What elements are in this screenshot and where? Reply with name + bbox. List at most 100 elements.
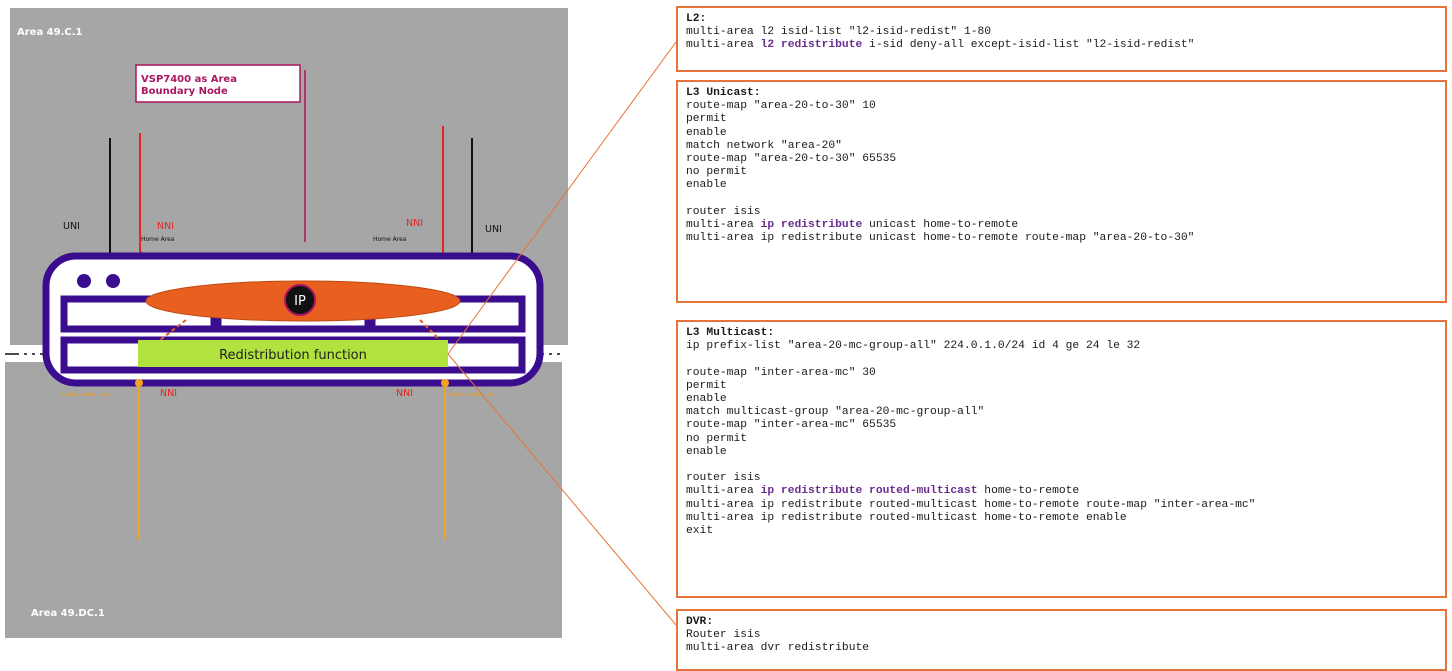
config-keyword: ip redistribute routed-multicast xyxy=(760,485,978,498)
config-text: multi-area ip redistribute routed-multic… xyxy=(686,498,1256,511)
config-line: enable xyxy=(686,127,1437,140)
leader-line-dvr xyxy=(447,353,677,626)
config-line: router isis xyxy=(686,472,1437,485)
config-text: match network "area-20" xyxy=(686,139,842,152)
ip-to-redist-right xyxy=(419,319,441,341)
config-text: route-map "area-20-to-30" 65535 xyxy=(686,153,897,166)
config-box-title: L2: xyxy=(686,13,707,25)
area-bottom-label: Area 49.DC.1 xyxy=(31,608,105,619)
callout-text-line-2: Boundary Node xyxy=(141,86,228,97)
remote-link-right-dot xyxy=(441,379,449,387)
config-line: permit xyxy=(686,380,1437,393)
config-box-title: DVR: xyxy=(686,616,714,628)
callout-box xyxy=(135,64,301,103)
config-line: multi-area l2 isid-list "l2-isid-redist"… xyxy=(686,26,1437,39)
remote-area-label-left: Remote Area (Inc) xyxy=(61,392,111,398)
config-keyword: l2 redistribute xyxy=(760,39,863,52)
config-line: route-map "area-20-to-30" 65535 xyxy=(686,153,1437,166)
home-area-label-left: Home Area xyxy=(141,236,175,243)
nni-label-left-bottom: NNI xyxy=(160,388,177,399)
config-text: router isis xyxy=(686,472,761,485)
config-line: multi-area l2 redistribute i-sid deny-al… xyxy=(686,39,1437,52)
callout-text-line-1: VSP7400 as Area xyxy=(141,74,237,85)
config-line: ip prefix-list "area-20-mc-group-all" 22… xyxy=(686,340,1437,353)
config-line: route-map "area-20-to-30" 10 xyxy=(686,100,1437,113)
config-text: enable xyxy=(686,126,727,139)
config-box-l3-multicast: L3 Multicast:ip prefix-list "area-20-mc-… xyxy=(676,320,1447,598)
config-text: i-sid deny-all except-isid-list "l2-isid… xyxy=(862,39,1195,52)
config-text: exit xyxy=(686,525,714,538)
config-text: enable xyxy=(686,179,727,192)
config-line: multi-area ip redistribute routed-multic… xyxy=(686,512,1437,525)
config-line: enable xyxy=(686,179,1437,192)
config-line: permit xyxy=(686,113,1437,126)
config-text: multi-area l2 isid-list "l2-isid-redist"… xyxy=(686,26,992,39)
home-area-label-right: Home Area xyxy=(373,236,407,243)
config-line: exit xyxy=(686,525,1437,538)
config-text: Router isis xyxy=(686,629,761,642)
config-box-title: L3 Unicast: xyxy=(686,87,761,99)
config-text: multi-area xyxy=(686,485,761,498)
config-line: multi-area ip redistribute routed-multic… xyxy=(686,499,1437,512)
config-text: route-map "inter-area-mc" 30 xyxy=(686,366,876,379)
config-line xyxy=(686,193,1437,206)
config-text: route-map "inter-area-mc" 65535 xyxy=(686,419,897,432)
config-line: Router isis xyxy=(686,629,1437,642)
config-text: router isis xyxy=(686,205,761,218)
area-top-label: Area 49.C.1 xyxy=(17,27,83,38)
config-text: multi-area ip redistribute unicast home-… xyxy=(686,232,1195,245)
config-text: home-to-remote xyxy=(977,485,1080,498)
config-line: multi-area ip redistribute unicast home-… xyxy=(686,219,1437,232)
nni-label-left-top: NNI xyxy=(157,221,174,232)
config-line: multi-area ip redistribute unicast home-… xyxy=(686,232,1437,245)
config-text: no permit xyxy=(686,432,748,445)
port-slot-top-1 xyxy=(60,295,218,333)
config-line: enable xyxy=(686,446,1437,459)
config-box-title: L3 Multicast: xyxy=(686,327,775,339)
area-bottom-background xyxy=(5,362,562,638)
config-box-l2: L2:multi-area l2 isid-list "l2-isid-redi… xyxy=(676,6,1447,72)
uni-label-right: UNI xyxy=(485,224,502,235)
config-text: no permit xyxy=(686,166,748,179)
config-line: match multicast-group "area-20-mc-group-… xyxy=(686,406,1437,419)
leader-line-l2 xyxy=(447,41,677,355)
config-text: multi-area ip redistribute routed-multic… xyxy=(686,511,1127,524)
config-line: router isis xyxy=(686,206,1437,219)
redistribution-bar xyxy=(138,340,448,367)
config-line: multi-area dvr redistribute xyxy=(686,642,1437,655)
config-text: enable xyxy=(686,393,727,405)
config-text: unicast home-to-remote xyxy=(862,219,1019,232)
config-text: multi-area xyxy=(686,39,761,52)
config-text: permit xyxy=(686,113,727,126)
config-text: enable xyxy=(686,445,727,458)
config-text: multi-area xyxy=(686,219,761,232)
uni-label-left: UNI xyxy=(63,221,80,232)
config-line: no permit xyxy=(686,433,1437,446)
ip-badge xyxy=(284,284,316,316)
config-text: multi-area dvr redistribute xyxy=(686,642,870,655)
remote-area-label-right: Remote Area (Inc) xyxy=(447,392,497,398)
nni-label-right-bottom: NNI xyxy=(396,388,413,399)
config-keyword: ip redistribute xyxy=(760,219,863,232)
config-line: no permit xyxy=(686,166,1437,179)
config-text: ip prefix-list "area-20-mc-group-all" 22… xyxy=(686,340,1141,353)
config-line: route-map "inter-area-mc" 30 xyxy=(686,367,1437,380)
ip-to-redist-left xyxy=(159,319,187,341)
config-line: route-map "inter-area-mc" 65535 xyxy=(686,419,1437,432)
config-text: match multicast-group "area-20-mc-group-… xyxy=(686,406,985,419)
config-line xyxy=(686,459,1437,472)
config-line xyxy=(686,353,1437,366)
config-text: permit xyxy=(686,379,727,392)
switch-led-2 xyxy=(106,274,120,288)
config-line: match network "area-20" xyxy=(686,140,1437,153)
redistribution-label: Redistribution function xyxy=(219,348,367,363)
nni-label-right-top: NNI xyxy=(406,218,423,229)
config-text: route-map "area-20-to-30" 10 xyxy=(686,100,876,113)
ip-label: IP xyxy=(294,294,306,309)
config-line: enable xyxy=(686,393,1437,406)
switch-led-1 xyxy=(77,274,91,288)
config-line: multi-area ip redistribute routed-multic… xyxy=(686,485,1437,498)
